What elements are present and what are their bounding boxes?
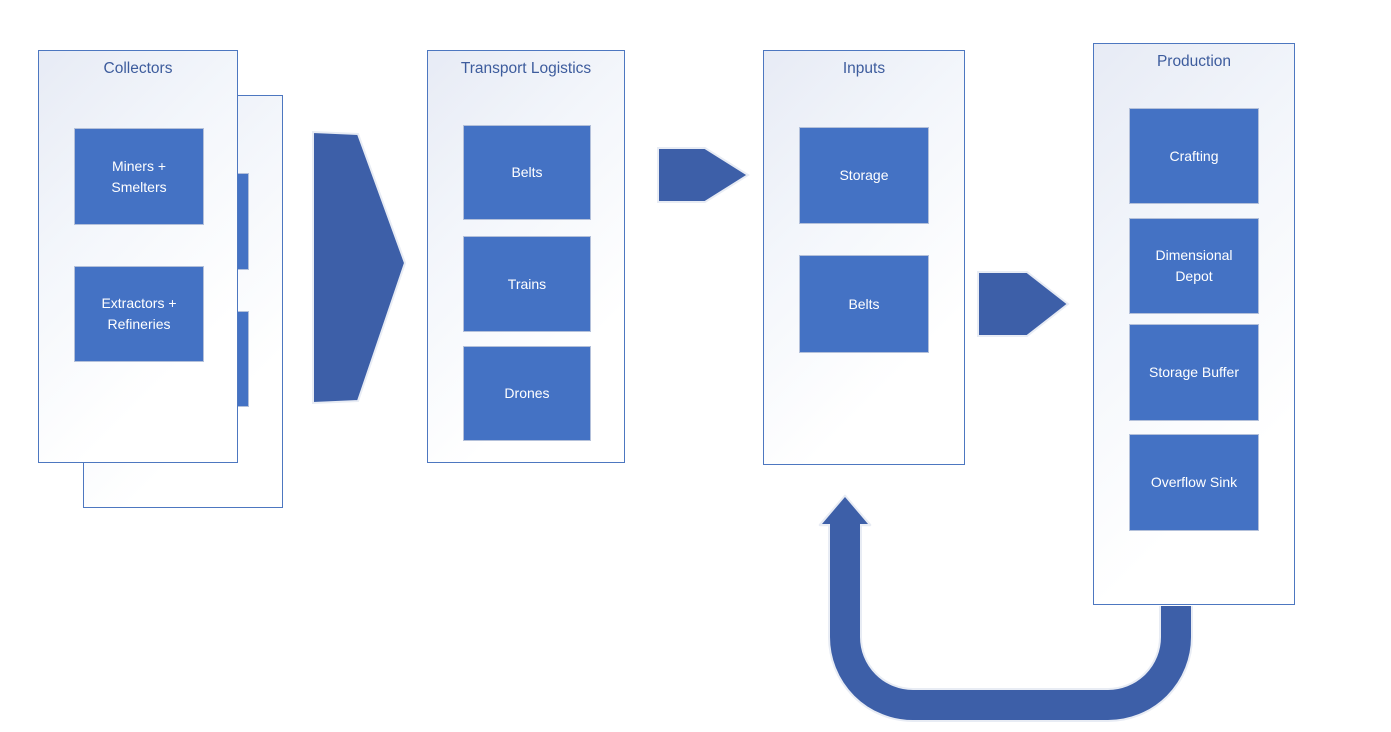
- node-crafting: Crafting: [1129, 108, 1259, 204]
- arrow-collectors-to-transport-icon: [312, 130, 407, 405]
- node-label: Storage Buffer: [1148, 364, 1240, 380]
- node-miners-smelters: Miners + Smelters: [74, 128, 204, 225]
- node-label: Drones: [504, 385, 550, 401]
- node-label: Dimensional Depot: [1155, 247, 1233, 284]
- node-belts-inputs: Belts: [799, 255, 929, 353]
- node-trains: Trains: [463, 236, 591, 332]
- collectors-panel-title: Collectors: [103, 60, 173, 77]
- node-storage: Storage: [799, 127, 929, 224]
- node-label: Extractors + Refineries: [101, 295, 177, 332]
- node-label: Belts: [511, 164, 543, 180]
- node-label: Overflow Sink: [1150, 474, 1238, 490]
- arrow-inputs-to-production-icon: [977, 271, 1070, 337]
- node-extractors-refineries: Extractors + Refineries: [74, 266, 204, 362]
- node-label: Trains: [507, 275, 547, 292]
- node-belts: Belts: [463, 125, 591, 220]
- transport-logistics-panel-title: Transport Logistics: [460, 60, 592, 77]
- inputs-panel: Inputs Storage Belts: [763, 50, 965, 465]
- collectors-panel: Collectors Miners + Smelters Extractors …: [38, 50, 238, 463]
- node-label: Crafting: [1169, 147, 1219, 164]
- node-dimensional-depot: Dimensional Depot: [1129, 218, 1259, 314]
- node-label: Miners + Smelters: [111, 157, 167, 195]
- node-label: Belts: [848, 295, 880, 312]
- node-drones: Drones: [463, 346, 591, 441]
- production-panel: Production Crafting Dimensional Depot St…: [1093, 43, 1295, 605]
- node-overflow-sink: Overflow Sink: [1129, 434, 1259, 531]
- arrow-production-return-to-inputs-icon: [818, 494, 1193, 722]
- arrow-transport-to-inputs-icon: [657, 147, 750, 203]
- node-storage-buffer: Storage Buffer: [1129, 324, 1259, 421]
- node-label: Storage: [839, 167, 889, 183]
- inputs-panel-title: Inputs: [842, 60, 886, 77]
- transport-logistics-panel: Transport Logistics Belts Trains Drones: [427, 50, 625, 463]
- production-panel-title: Production: [1156, 53, 1232, 70]
